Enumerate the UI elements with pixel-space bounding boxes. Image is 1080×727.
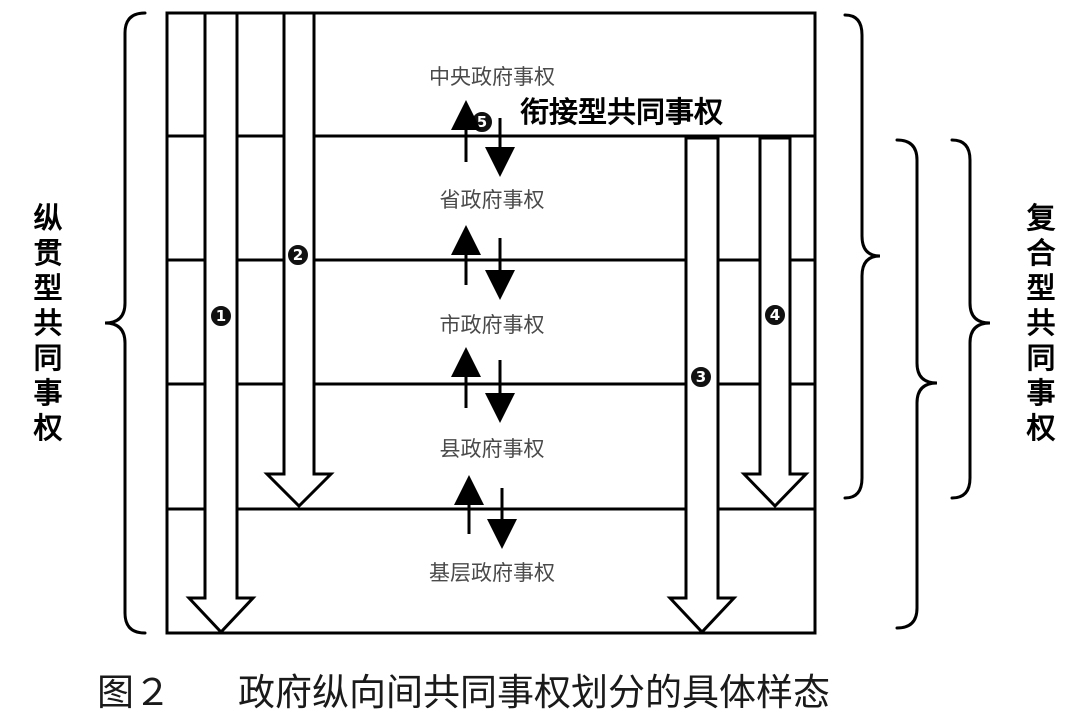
- left-label-char: 共: [33, 306, 62, 340]
- arrow-number-markers: 1 2 3 4 5: [209, 110, 787, 389]
- left-label-char: 权: [32, 411, 62, 445]
- right-inner-brace-icon: [950, 138, 991, 500]
- marker-3: 3: [689, 365, 713, 389]
- level-label-central: 中央政府事权: [429, 65, 555, 89]
- right-label-char: 同: [1026, 341, 1055, 375]
- right-outer-brace-icon: [843, 13, 881, 500]
- level-label-county: 县政府事权: [440, 437, 545, 461]
- number-3-label: 3: [696, 368, 706, 386]
- left-label-char: 事: [33, 376, 62, 410]
- number-1-label: 1: [216, 307, 226, 325]
- arrow-pair-province-city: [451, 225, 515, 300]
- number-circle-icon: [209, 304, 233, 328]
- arrow-pair-county-grassroots: [454, 475, 517, 549]
- marker-5: 5: [470, 110, 494, 134]
- outer-frame: [165, 11, 817, 635]
- level-label-city: 市政府事权: [440, 313, 545, 337]
- number-5-label: 5: [477, 113, 487, 131]
- left-label-char: 纵: [33, 201, 62, 235]
- number-circle-icon: [763, 303, 787, 327]
- right-label-char: 合: [1026, 236, 1055, 270]
- level-labels: 中央政府事权 省政府事权 市政府事权 县政府事权 基层政府事权: [429, 65, 555, 585]
- right-label-char: 事: [1026, 376, 1055, 410]
- right-middle-brace-icon: [895, 138, 938, 630]
- composite-type-label: 复 合 型 共 同 事 权: [1025, 201, 1055, 445]
- left-label-char: 贯: [33, 236, 62, 270]
- number-2-label: 2: [293, 246, 303, 264]
- arrow-pair-central-province: [451, 100, 515, 177]
- curly-braces: [104, 11, 991, 635]
- number-circle-icon: [286, 243, 310, 267]
- figure-title: 政府纵向间共同事权划分的具体样态: [238, 671, 830, 714]
- marker-1: 1: [209, 304, 233, 328]
- figure-caption: 图２ 政府纵向间共同事权划分的具体样态: [97, 671, 830, 714]
- level-label-grassroots: 基层政府事权: [429, 561, 555, 585]
- left-brace-icon: [104, 11, 147, 635]
- linking-type-label: 衔接型共同事权: [520, 95, 723, 129]
- vertical-penetration-label: 纵 贯 型 共 同 事 权: [32, 201, 62, 445]
- left-label-char: 同: [33, 341, 62, 375]
- arrow-pair-city-county: [451, 347, 515, 423]
- right-label-char: 共: [1026, 306, 1055, 340]
- figure-number: 图２: [97, 671, 171, 714]
- right-label-char: 型: [1026, 271, 1055, 305]
- marker-2: 2: [286, 243, 310, 267]
- right-label-char: 权: [1025, 411, 1055, 445]
- right-label-char: 复: [1026, 201, 1055, 235]
- level-label-province: 省政府事权: [440, 188, 545, 212]
- bidirectional-arrows: [451, 100, 517, 549]
- marker-4: 4: [763, 303, 787, 327]
- number-circle-icon: [689, 365, 713, 389]
- left-label-char: 型: [33, 271, 62, 305]
- number-4-label: 4: [770, 306, 780, 324]
